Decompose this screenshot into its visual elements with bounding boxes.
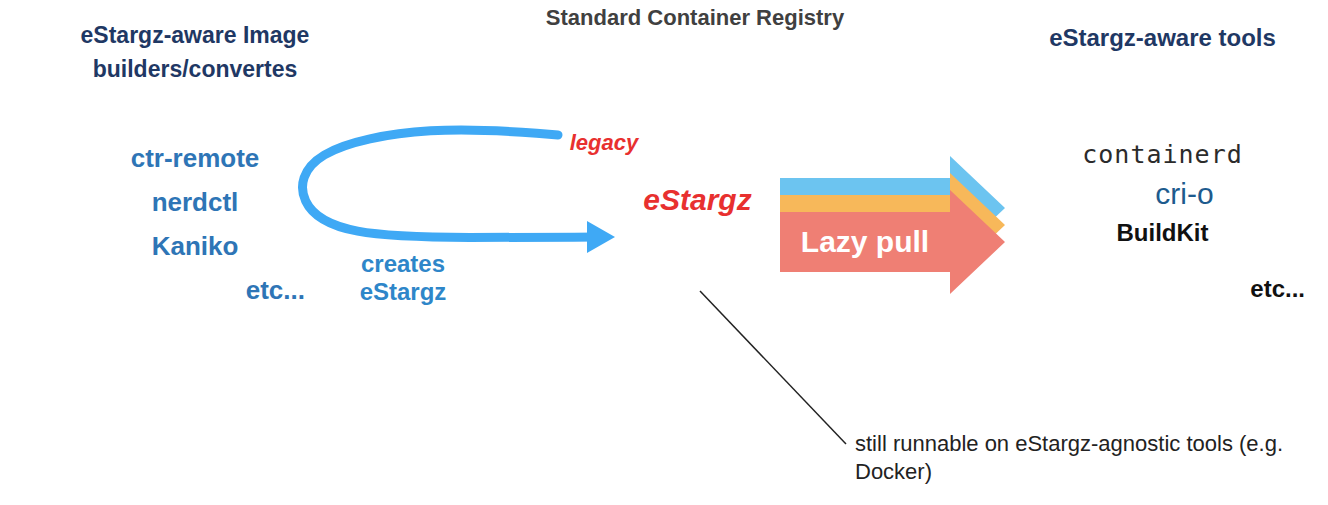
sheet-roll [601, 156, 604, 165]
sheet-roll [692, 224, 698, 241]
tool-logo: cri-o [1111, 174, 1213, 214]
layer-sheet [569, 102, 641, 129]
legacy-image-card: legacy [558, 95, 650, 190]
tools-box: eStargz-aware tools containerdcri-oBuildK… [1005, 18, 1320, 318]
more-note: etc... [1250, 270, 1305, 308]
edge-label-box: Lazy pull [797, 225, 933, 259]
tool-name: Kaniko [152, 224, 239, 268]
group-heading: Standard Container Registry [546, 4, 844, 32]
sheet-roll [692, 124, 698, 141]
callout-note: still runnable on eStargz-agnostic tools… [855, 430, 1320, 486]
cylinder-top [490, 59, 900, 109]
layer-sheet [635, 224, 764, 273]
layer-sheet [635, 124, 764, 173]
sheet-roll [601, 102, 604, 111]
group-heading: eStargz-aware tools [1049, 18, 1276, 58]
curved-arrow [303, 130, 595, 238]
lazy-pull-arrow [780, 190, 1005, 294]
hatched-box [62, 110, 330, 318]
image-label: eStargz [638, 181, 756, 219]
leader-line [700, 291, 846, 444]
card-face [558, 95, 650, 190]
layer-sheet [569, 102, 641, 129]
image-label: legacy [565, 129, 644, 157]
layer-sheet [635, 124, 764, 173]
tool-name: ctr-remote [131, 136, 260, 180]
edge-label: creates eStargz [338, 250, 468, 306]
arrowhead [587, 221, 615, 253]
connector-group [780, 156, 1005, 294]
cylinder-rim [510, 71, 880, 105]
tool-box-border [1005, 110, 1320, 318]
cylinder-body [490, 84, 900, 497]
tool-logo: containerd [1082, 136, 1243, 174]
group-heading: eStargz-aware Image builders/convertes [45, 18, 345, 86]
layer-sheet [569, 156, 641, 183]
card-face [615, 112, 780, 287]
snowflake-icon [1113, 178, 1145, 210]
tool-name: nerdctl [152, 180, 239, 224]
tool-name: BuildKit [1117, 214, 1209, 252]
layer-sheet [569, 156, 641, 183]
more-note: etc... [246, 272, 305, 308]
edge-label: Lazy pull [797, 225, 933, 259]
callout-box: still runnable on eStargz-agnostic tools… [855, 430, 1320, 486]
builder-box: eStargz-aware Image builders/convertes ct… [30, 18, 360, 323]
edge-label-box: creates eStargz [338, 250, 468, 306]
layer-sheet [635, 224, 764, 273]
